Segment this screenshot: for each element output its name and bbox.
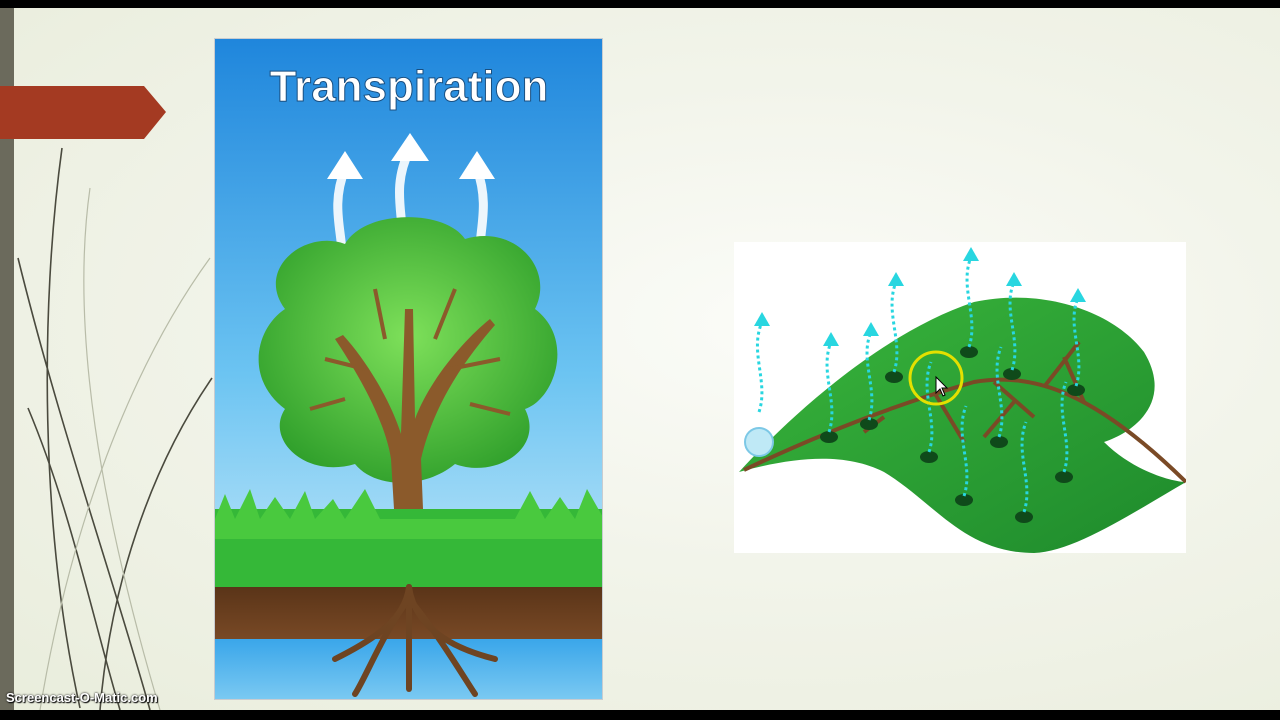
bottom-letterbox-bar bbox=[0, 710, 1280, 720]
watermark: Screencast-O-Matic.com bbox=[6, 690, 158, 705]
left-border-bar bbox=[0, 8, 14, 710]
image-title: Transpiration bbox=[270, 62, 549, 111]
slide: Transpiration bbox=[0, 8, 1280, 710]
cursor-highlight-icon bbox=[908, 350, 964, 406]
leaf-stomata-image bbox=[734, 242, 1186, 553]
accent-arrow-tab bbox=[0, 86, 166, 139]
decorative-swirl-lines bbox=[17, 147, 213, 710]
mouse-pointer-icon bbox=[935, 375, 949, 397]
transpiration-tree-image: Transpiration bbox=[214, 38, 603, 700]
